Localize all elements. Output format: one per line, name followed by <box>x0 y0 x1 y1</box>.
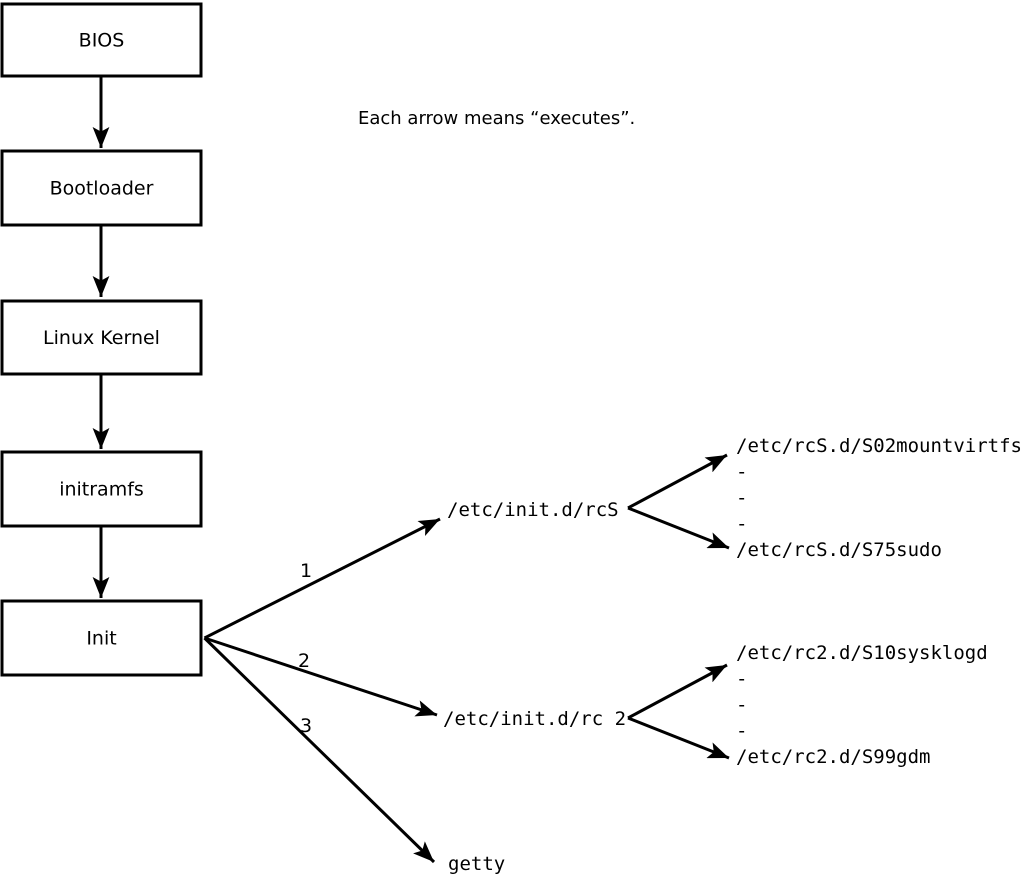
rcS-script-ellipsis-2: - <box>736 487 747 509</box>
branch-1-order-label: 1 <box>300 560 312 582</box>
rcS-script-ellipsis-1: - <box>736 461 747 483</box>
node-bootloader-label: Bootloader <box>50 178 154 200</box>
annotation-text: Each arrow means “executes”. <box>358 108 635 129</box>
arrow-init-to-getty <box>203 636 436 864</box>
node-init-label: Init <box>86 628 116 650</box>
node-initramfs <box>0 450 203 528</box>
node-init <box>0 599 203 677</box>
rcS-script-1: /etc/rcS.d/S02mountvirtfs <box>736 435 1022 457</box>
arrow-rcS-to-last-script <box>627 506 730 550</box>
node-linux-kernel-label: Linux Kernel <box>43 327 160 349</box>
rc2-script-last: /etc/rc2.d/S99gdm <box>736 746 930 768</box>
node-initramfs-label: initramfs <box>59 479 144 501</box>
branch-1-target-label: /etc/init.d/rcS <box>447 499 619 521</box>
rc2-script-ellipsis-3: - <box>736 720 747 742</box>
arrow-rcS-to-first-script <box>627 453 728 510</box>
rcS-script-ellipsis-3: - <box>736 513 747 535</box>
branch-3-target-label: getty <box>448 853 505 875</box>
rc2-script-ellipsis-2: - <box>736 694 747 716</box>
branch-2-target-label: /etc/init.d/rc 2 <box>443 708 626 730</box>
arrow-rc2-to-first-script <box>627 663 728 720</box>
node-bios-label: BIOS <box>79 30 125 52</box>
arrow-init-to-rcS <box>203 517 441 640</box>
rcS-script-last: /etc/rcS.d/S75sudo <box>736 539 942 561</box>
arrow-init-to-rc2 <box>204 636 438 717</box>
branch-2-order-label: 2 <box>298 650 310 672</box>
node-bootloader <box>0 149 203 227</box>
node-bios <box>0 2 203 78</box>
rc2-script-ellipsis-1: - <box>736 668 747 690</box>
arrow-rc2-to-last-script <box>627 716 730 760</box>
rc2-script-1: /etc/rc2.d/S10sysklogd <box>736 642 988 664</box>
branch-3-order-label: 3 <box>300 715 312 737</box>
